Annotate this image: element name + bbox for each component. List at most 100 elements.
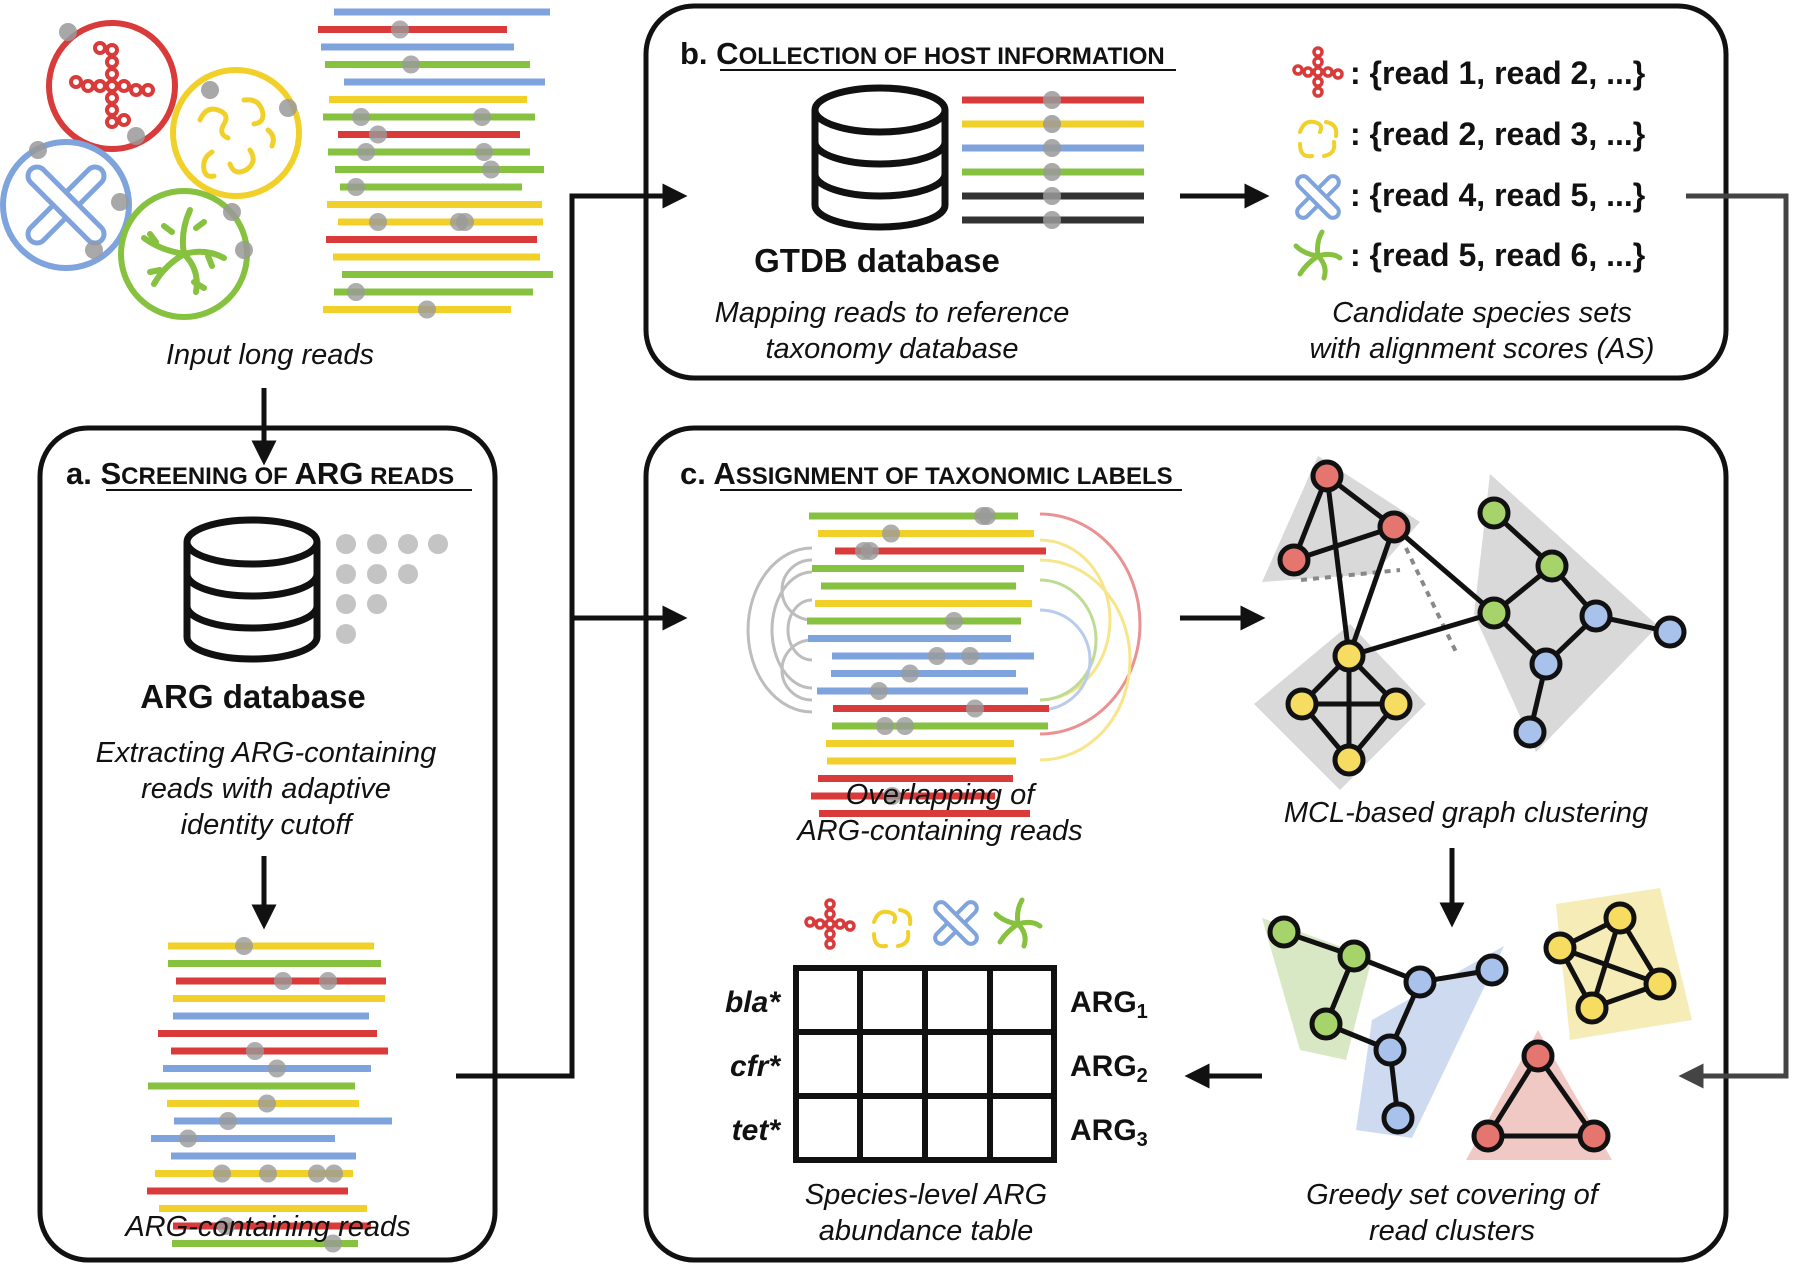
sets-caption-line-1: Candidate species sets: [1332, 297, 1632, 329]
read-dot: [882, 524, 900, 543]
arrow-sets-to-greedy: [1678, 193, 1789, 1089]
read-dot: [402, 55, 420, 74]
read-dot: [235, 937, 253, 955]
yellow-spirilla-icon: [1298, 119, 1339, 159]
read-dot: [274, 972, 292, 990]
read-dot: [1043, 163, 1061, 181]
red-cocci-icon: [804, 898, 856, 950]
input-bacteria-cluster: [0, 20, 302, 320]
read-dot: [1043, 115, 1061, 133]
read-dot: [213, 1164, 231, 1183]
read-dot: [258, 1094, 276, 1113]
green-branched-icon: [1293, 229, 1343, 281]
table-gene-1: bla*: [725, 986, 781, 1019]
table-gene-2: cfr*: [730, 1050, 781, 1083]
read-dot: [352, 108, 370, 126]
read-dot: [901, 664, 919, 683]
read-dot: [473, 108, 491, 126]
overlap-caption-line-1: Overlapping of: [846, 779, 1038, 811]
read-dot: [966, 699, 984, 718]
input-caption: Input long reads: [166, 339, 374, 371]
read-dot: [475, 143, 493, 161]
read-dot: [347, 178, 365, 196]
read-dot: [246, 1042, 264, 1060]
greedy-cover-graph: [1262, 888, 1692, 1160]
read-dot: [1043, 211, 1061, 229]
cover-hull-red: [1466, 1030, 1612, 1160]
blue-bacilli-icon: [25, 164, 107, 246]
table-arg-3: ARG3: [1070, 1114, 1148, 1151]
read-dot: [978, 507, 996, 525]
table-gene-3: tet*: [732, 1114, 782, 1147]
greedy-caption-line-1: Greedy set covering of: [1306, 1179, 1601, 1211]
mapping-caption-line-2: taxonomy database: [765, 333, 1018, 365]
species-set-green: : {read 5, read 6, ...}: [1293, 229, 1645, 281]
table-header-icons: [804, 897, 1043, 950]
yellow-spirilla-icon: [872, 908, 913, 949]
read-dot: [391, 20, 409, 39]
read-dot: [347, 283, 365, 301]
overlap-caption-line-2: ARG-containing reads: [795, 815, 1082, 847]
read-dot: [870, 682, 888, 700]
table-caption-line-1: Species-level ARG: [805, 1179, 1047, 1211]
read-dot: [961, 647, 979, 665]
table-arg-1: ARG1: [1070, 986, 1148, 1023]
arg-description-line-2: reads with adaptive: [141, 773, 391, 805]
read-dot: [308, 1164, 326, 1183]
sets-caption-line-2: with alignment scores (AS): [1310, 333, 1655, 365]
species-set-text-3: : {read 4, read 5, ...}: [1350, 177, 1645, 213]
abundance-table-grid: [793, 965, 1057, 1163]
read-dot: [855, 542, 873, 560]
gtdb-database-label: GTDB database: [754, 242, 1000, 279]
red-cell: [46, 20, 178, 152]
read-dot: [450, 213, 468, 231]
green-branched-icon: [141, 207, 227, 295]
read-dot: [883, 787, 901, 805]
gtdb-reference-reads: [962, 91, 1144, 229]
read-dot: [945, 612, 963, 630]
gtdb-database-icon: [811, 84, 949, 231]
read-dot: [325, 1164, 343, 1183]
read-dot: [928, 647, 946, 665]
read-dot: [896, 717, 914, 735]
read-dot: [179, 1129, 197, 1148]
read-dot: [369, 213, 387, 231]
arg-description-line-3: identity cutoff: [181, 809, 355, 841]
table-caption-line-2: abundance table: [819, 1215, 1033, 1247]
overlap-reads-stack: [807, 507, 1049, 817]
read-dot: [1043, 91, 1061, 109]
arg-description-line-1: Extracting ARG-containing: [96, 737, 437, 769]
read-dot: [219, 1112, 237, 1130]
yellow-spirilla-icon: [197, 97, 276, 179]
species-set-red: : {read 1, read 2, ...}: [1292, 46, 1645, 98]
species-set-text-4: : {read 5, read 6, ...}: [1350, 237, 1645, 273]
red-cocci-icon: [1292, 46, 1344, 98]
arg-database-icon: [183, 516, 321, 663]
yellow-cell: [170, 67, 302, 199]
read-dot: [319, 972, 337, 990]
input-reads-stack: [318, 8, 553, 319]
arg-dots-icon: [336, 534, 448, 644]
overlap-arcs-right: [1039, 512, 1142, 762]
read-dot: [1043, 187, 1061, 205]
cluster-hull-yellow: [1254, 624, 1426, 790]
read-dot: [357, 143, 375, 161]
green-branched-icon: [993, 897, 1043, 949]
read-dot: [217, 1217, 235, 1235]
arg-database-label: ARG database: [140, 678, 366, 715]
arrow-a-to-c: [456, 605, 688, 1079]
read-dot: [1043, 139, 1061, 157]
read-dot: [259, 1164, 277, 1183]
cluster-hull-green: [1474, 474, 1658, 752]
mapping-caption-line-1: Mapping reads to reference: [715, 297, 1070, 329]
table-arg-2: ARG2: [1070, 1050, 1148, 1087]
species-set-text-1: : {read 1, read 2, ...}: [1350, 55, 1645, 91]
greedy-caption-line-2: read clusters: [1369, 1215, 1535, 1247]
mcl-caption: MCL-based graph clustering: [1284, 797, 1648, 829]
arg-containing-reads-stack: [147, 937, 392, 1253]
species-set-yellow: : {read 2, read 3, ...}: [1298, 116, 1645, 159]
species-set-text-2: : {read 2, read 3, ...}: [1350, 116, 1645, 152]
mcl-graph: [1254, 456, 1687, 790]
panel-a-title: a. SCREENING OF ARG READS: [66, 456, 454, 491]
